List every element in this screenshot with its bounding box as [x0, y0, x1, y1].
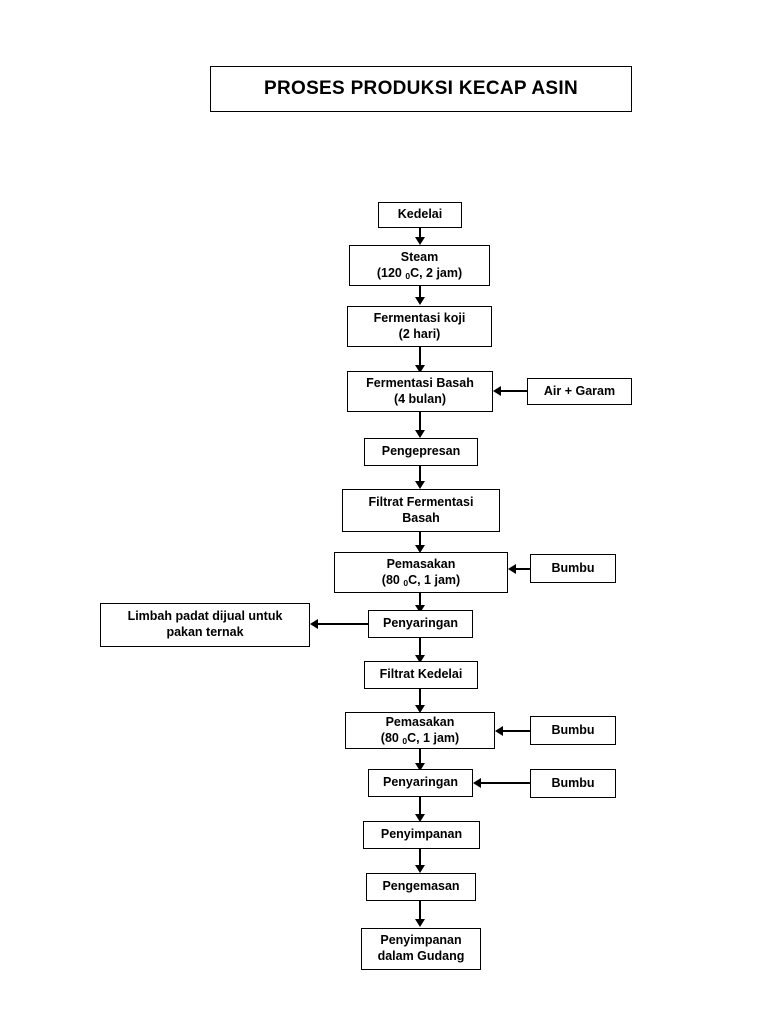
- node-limbah-padat-label: Limbah padat dijual untuk: [127, 609, 283, 624]
- arrowhead-filtratkedelai-pemasakan2: [415, 705, 425, 713]
- connector-filtratferm-pemasakan1: [419, 532, 421, 545]
- node-penyaringan-2-label: Penyaringan: [382, 775, 459, 790]
- connector-bumbu3-penyaringan2: [481, 782, 530, 784]
- arrowhead-fermkoji-fermbasah: [415, 365, 425, 373]
- connector-pemasakan1-penyaringan1: [419, 593, 421, 605]
- node-filtrat-kedelai: Filtrat Kedelai: [364, 661, 478, 689]
- node-penyimpanan-dalam-gudang-label: Penyimpanan: [380, 933, 462, 948]
- connector-filtratkedelai-pemasakan2: [419, 689, 421, 705]
- arrowhead-steam-fermkoji: [415, 297, 425, 305]
- connector-pengepresan-filtratferm: [419, 466, 421, 481]
- node-penyimpanan-dalam-gudang: Penyimpanan dalam Gudang: [361, 928, 481, 970]
- connector-bumbu2-pemasakan2: [503, 730, 530, 732]
- page-title: PROSES PRODUKSI KECAP ASIN: [264, 78, 578, 99]
- node-pemasakan-1: Pemasakan (80 0C, 1 jam): [334, 552, 508, 593]
- arrowhead-bumbu2-pemasakan2: [495, 726, 503, 736]
- node-pemasakan-2-label: Pemasakan: [385, 714, 455, 729]
- arrowhead-filtratferm-pemasakan1: [415, 545, 425, 553]
- connector-penyimpanan-pengemasan: [419, 849, 421, 865]
- node-pemasakan-1-detail: (80 0C, 1 jam): [381, 572, 461, 588]
- node-fermentasi-basah-label: Fermentasi Basah: [366, 375, 474, 390]
- connector-pengemasan-penyimpanangudang: [419, 901, 421, 919]
- arrowhead-kedelai-steam: [415, 237, 425, 245]
- node-pemasakan-1-label: Pemasakan: [386, 556, 456, 571]
- node-bumbu-2-label: Bumbu: [551, 722, 595, 737]
- arrowhead-bumbu1-pemasakan1: [508, 564, 516, 574]
- connector-bumbu1-pemasakan1: [516, 568, 530, 570]
- arrowhead-pengemasan-penyimpanangudang: [415, 919, 425, 927]
- connector-airgaram-fermbasah: [501, 390, 527, 392]
- node-limbah-padat: Limbah padat dijual untuk pakan ternak: [100, 603, 310, 647]
- node-pengemasan: Pengemasan: [366, 873, 476, 901]
- node-fermentasi-koji-detail: (2 hari): [398, 326, 441, 341]
- arrowhead-pengepresan-filtratferm: [415, 481, 425, 489]
- arrowhead-pemasakan1-penyaringan1: [415, 605, 425, 613]
- node-penyimpanan-dalam-gudang-detail: dalam Gudang: [377, 949, 465, 963]
- arrowhead-bumbu3-penyaringan2: [473, 778, 481, 788]
- node-air-garam-label: Air + Garam: [543, 383, 616, 398]
- node-penyimpanan-label: Penyimpanan: [380, 827, 463, 842]
- connector-fermbasah-pengepresan: [419, 412, 421, 430]
- connector-steam-fermkoji: [419, 286, 421, 297]
- node-penyimpanan: Penyimpanan: [363, 821, 480, 849]
- node-pemasakan-2: Pemasakan (80 0C, 1 jam): [345, 712, 495, 749]
- node-filtrat-kedelai-label: Filtrat Kedelai: [379, 667, 463, 682]
- node-air-garam: Air + Garam: [527, 378, 632, 405]
- connector-pemasakan2-penyaringan2: [419, 749, 421, 763]
- node-pemasakan-2-detail: (80 0C, 1 jam): [380, 730, 460, 746]
- node-pengepresan-label: Pengepresan: [381, 444, 461, 459]
- arrowhead-penyaringan1-limbah: [310, 619, 318, 629]
- node-penyaringan-2: Penyaringan: [368, 769, 473, 797]
- node-fermentasi-basah-detail: (4 bulan): [393, 391, 447, 406]
- connector-penyaringan2-penyimpanan: [419, 797, 421, 814]
- node-steam-detail: (120 0C, 2 jam): [376, 265, 463, 281]
- diagram-title-box: PROSES PRODUKSI KECAP ASIN: [210, 66, 632, 112]
- node-steam-label: Steam: [400, 249, 439, 264]
- node-bumbu-3-label: Bumbu: [551, 775, 595, 790]
- node-fermentasi-koji-label: Fermentasi koji: [373, 310, 466, 325]
- node-fermentasi-basah: Fermentasi Basah (4 bulan): [347, 371, 493, 412]
- node-bumbu-3: Bumbu: [530, 769, 616, 798]
- node-steam: Steam (120 0C, 2 jam): [349, 245, 490, 286]
- connector-kedelai-steam: [419, 228, 421, 237]
- node-filtrat-fermentasi-basah-label: Filtrat Fermentasi: [368, 494, 474, 509]
- node-fermentasi-koji: Fermentasi koji (2 hari): [347, 306, 492, 347]
- arrowhead-penyaringan2-penyimpanan: [415, 814, 425, 822]
- arrowhead-airgaram-fermbasah: [493, 386, 501, 396]
- connector-penyaringan1-limbah: [318, 623, 368, 625]
- arrowhead-penyaringan1-filtratkedelai: [415, 655, 425, 663]
- node-kedelai-label: Kedelai: [397, 207, 443, 222]
- arrowhead-fermbasah-pengepresan: [415, 430, 425, 438]
- node-bumbu-1-label: Bumbu: [551, 560, 595, 575]
- node-filtrat-fermentasi-basah-detail: Basah: [402, 510, 440, 525]
- connector-fermkoji-fermbasah: [419, 347, 421, 365]
- arrowhead-pemasakan2-penyaringan2: [415, 763, 425, 771]
- connector-penyaringan1-filtratkedelai: [419, 638, 421, 655]
- node-kedelai: Kedelai: [378, 202, 462, 228]
- node-limbah-padat-detail: pakan ternak: [166, 625, 244, 639]
- node-pengemasan-label: Pengemasan: [382, 879, 460, 894]
- arrowhead-penyimpanan-pengemasan: [415, 865, 425, 873]
- node-bumbu-1: Bumbu: [530, 554, 616, 583]
- node-filtrat-fermentasi-basah: Filtrat Fermentasi Basah: [342, 489, 500, 532]
- node-penyaringan-1: Penyaringan: [368, 610, 473, 638]
- node-bumbu-2: Bumbu: [530, 716, 616, 745]
- node-pengepresan: Pengepresan: [364, 438, 478, 466]
- node-penyaringan-1-label: Penyaringan: [382, 616, 459, 631]
